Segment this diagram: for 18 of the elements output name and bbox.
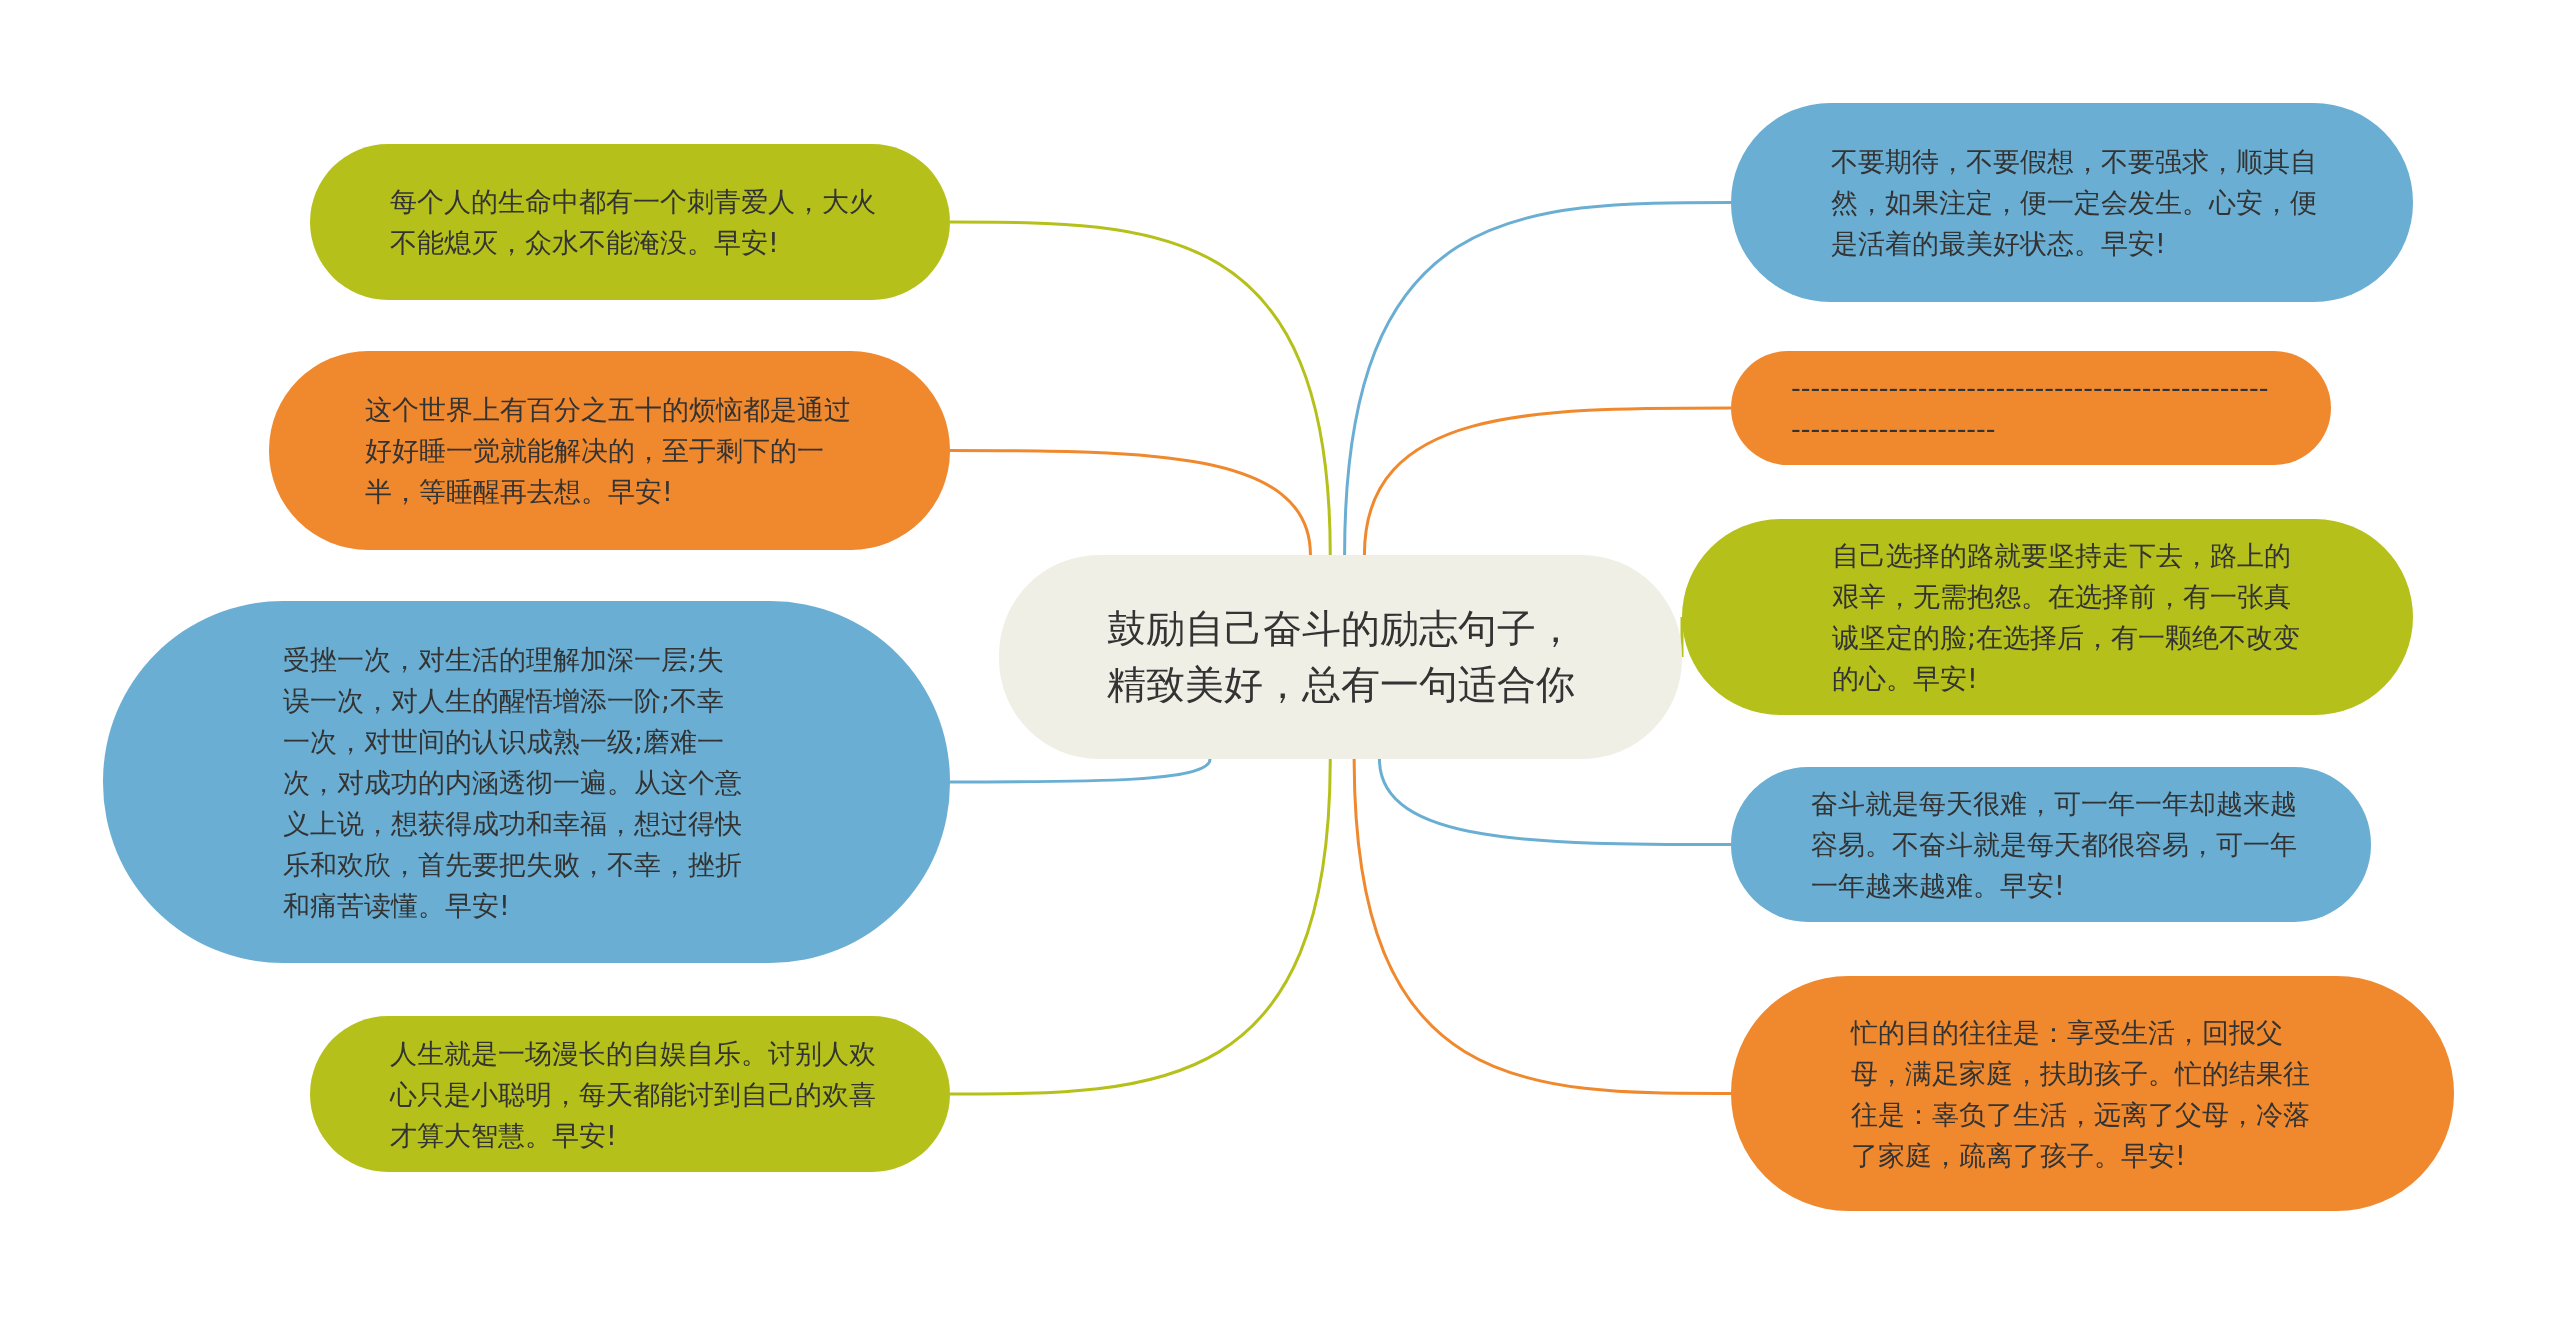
connector-line (1377, 758, 1731, 846)
quote-bubble: 每个人的生命中都有一个刺青爱人，大火不能熄灭，众水不能淹没。早安! (310, 144, 950, 300)
connector-line (950, 758, 1212, 784)
connector-line (1680, 617, 1684, 657)
quote-bubble: 受挫一次，对生活的理解加深一层;失误一次，对人生的醒悟增添一阶;不幸一次，对世间的认识成熟一级;磨难一次，对成功的内涵透彻一遍。从这个意义上说，想获得成功和幸福，想过得快乐和欢欣，首先要把失败，不幸，挫折和痛苦读懂。早安! (103, 601, 950, 963)
central-topic-bubble: 鼓励自己奋斗的励志句子，精致美好，总有一句适合你 (999, 555, 1682, 759)
quote-bubble: 这个世界上有百分之五十的烦恼都是通过好好睡一觉就能解决的，至于剩下的一半，等睡醒再去想。早安! (269, 351, 950, 550)
quote-bubble: 不要期待，不要假想，不要强求，顺其自然，如果注定，便一定会发生。心安，便是活着的最美好状态。早安! (1731, 103, 2413, 302)
connector-line (950, 758, 1332, 1096)
connector-line (950, 220, 1332, 556)
quote-bubble: ---------------------------------------------------------------------- (1731, 351, 2331, 465)
connector-line (1352, 758, 1731, 1095)
quote-bubble: 奋斗就是每天很难，可一年一年却越来越容易。不奋斗就是每天都很容易，可一年一年越来越难。早安! (1731, 767, 2371, 922)
quote-bubble: 自己选择的路就要坚持走下去，路上的艰辛，无需抱怨。在选择前，有一张真诚坚定的脸;在选择后，有一颗绝不改变的心。早安! (1682, 519, 2413, 715)
connector-line (950, 449, 1312, 556)
quote-bubble: 忙的目的往往是：享受生活，回报父母，满足家庭，扶助孩子。忙的结果往往是：辜负了生活，远离了父母，冷落了家庭，疏离了孩子。早安! (1731, 976, 2454, 1211)
quote-bubble: 人生就是一场漫长的自娱自乐。讨别人欢心只是小聪明，每天都能讨到自己的欢喜才算大智慧。早安! (310, 1016, 950, 1172)
connector-line (1362, 406, 1731, 556)
